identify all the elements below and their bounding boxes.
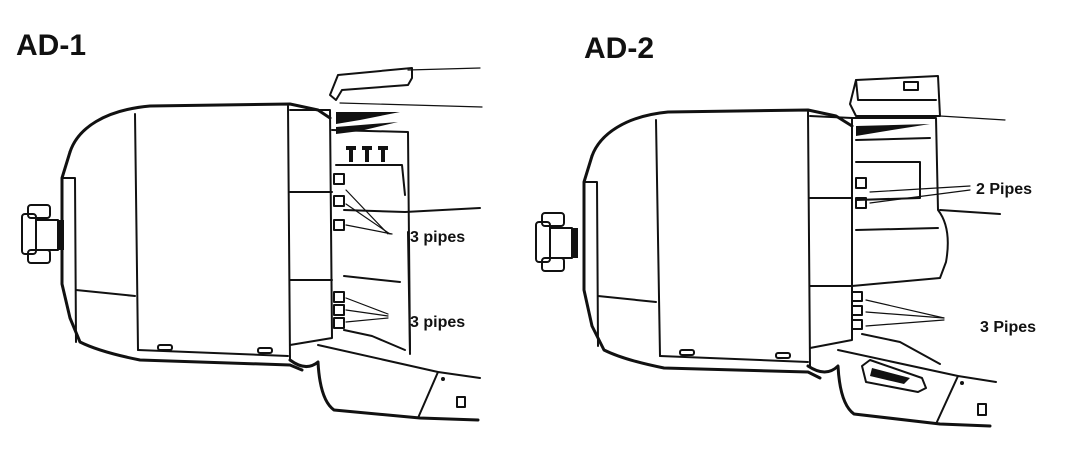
ad-1-stub-row [346, 146, 388, 162]
ad-1-cowling [60, 102, 332, 372]
ad-1-leader-lines [345, 189, 393, 323]
ad-1-panel: AD-1 [16, 29, 483, 422]
ad-1-propeller-hub [21, 204, 64, 264]
ad-1-lower-fuselage [288, 344, 481, 422]
ad-1-exhaust-section [289, 67, 483, 355]
ad-1-title: AD-1 [16, 29, 86, 62]
ad-2-engine-drawing [535, 75, 1006, 428]
ad-2-propeller-hub [535, 212, 578, 272]
ad-2-panel: AD-2 [535, 32, 1036, 428]
ad-1-upper-pipes-label: 3 pipes [410, 229, 465, 246]
ad-2-lower-fuselage [806, 349, 997, 428]
ad-2-lower-pipes-label: 3 Pipes [980, 319, 1036, 336]
ad-1-engine-drawing [21, 67, 483, 422]
ad-1-lower-pipes-label: 3 pipes [410, 314, 465, 331]
ad-2-exhaust-section [809, 75, 1006, 365]
ad-2-upper-pipes-label: 2 Pipes [976, 181, 1032, 198]
ad-2-cowling [582, 108, 854, 380]
ad-2-leader-lines [865, 185, 971, 327]
ad-2-title: AD-2 [584, 32, 654, 65]
